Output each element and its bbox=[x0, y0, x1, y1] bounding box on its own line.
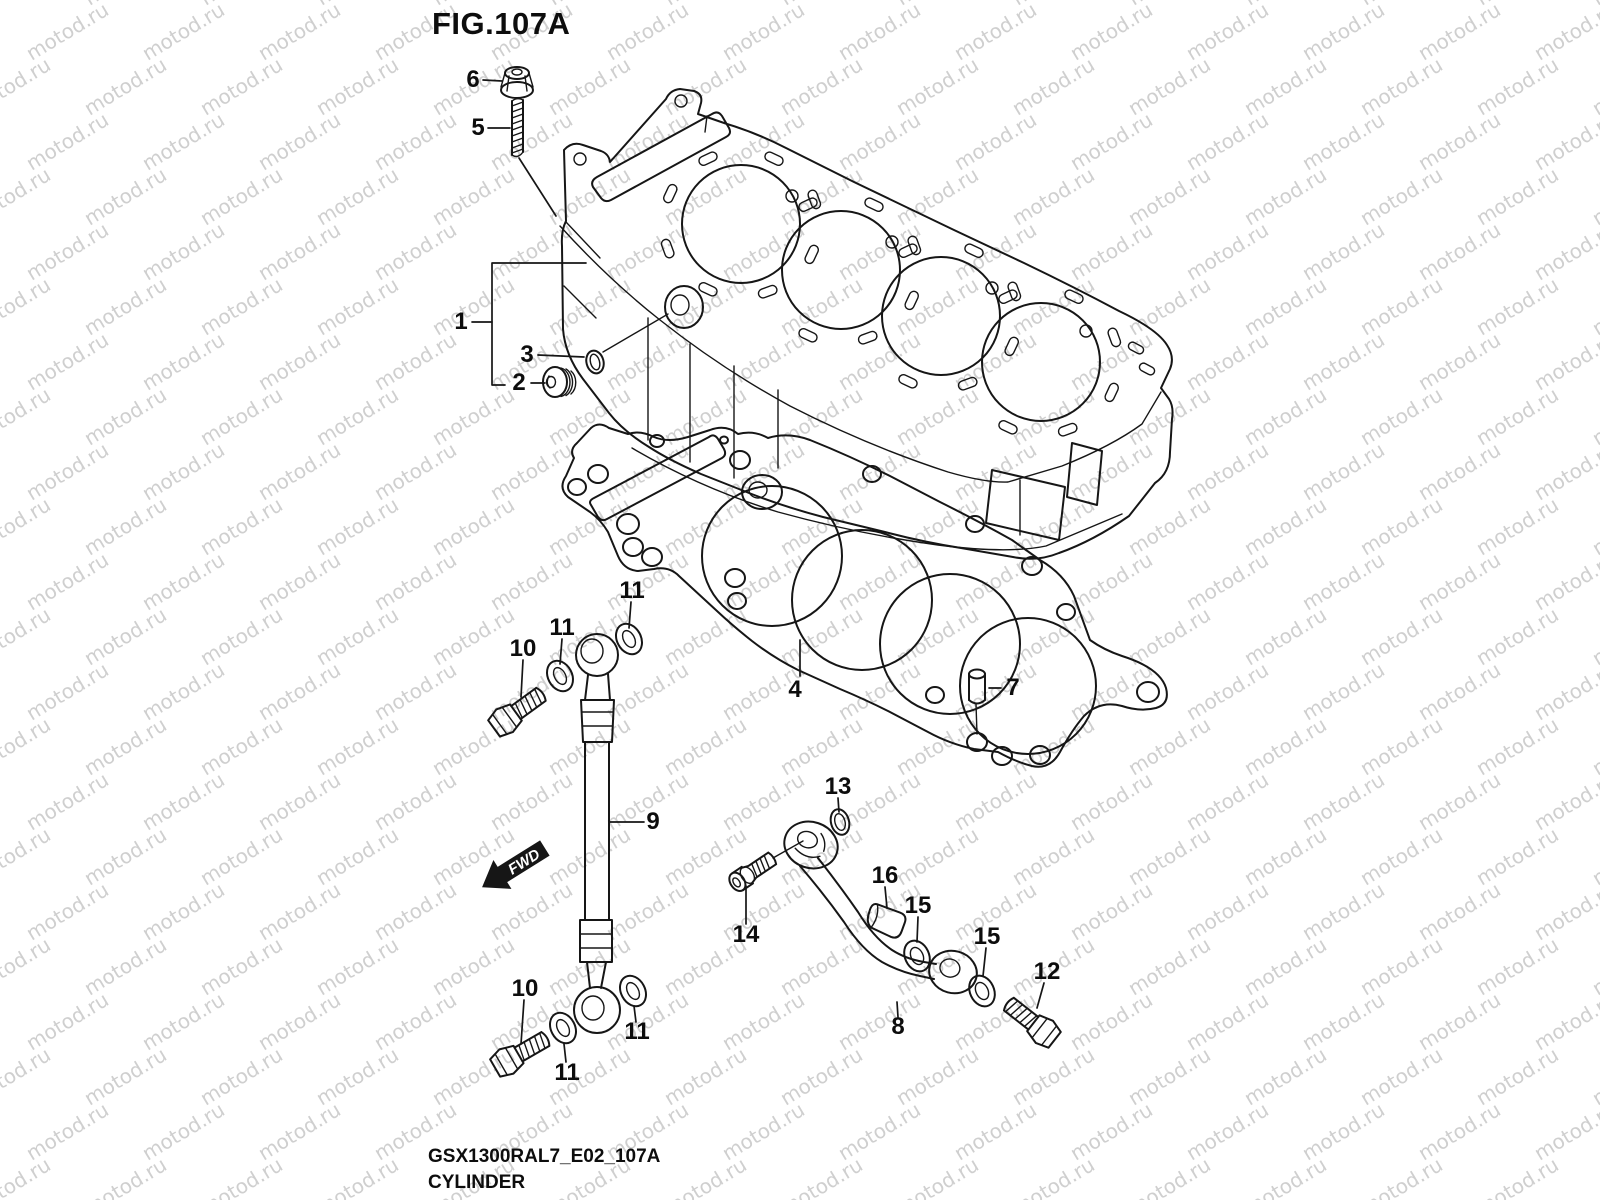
head-bolt-slot bbox=[864, 197, 884, 213]
part-number-label: 11 bbox=[549, 614, 575, 641]
leader-lines bbox=[471, 79, 1045, 1063]
sealing-washer bbox=[619, 974, 647, 1008]
socket-bolt bbox=[728, 851, 778, 892]
union-bolt bbox=[1002, 996, 1062, 1049]
figure-title: FIG.107A bbox=[432, 6, 571, 41]
head-bolt-slot bbox=[857, 330, 878, 345]
part-number-label: 4 bbox=[788, 676, 802, 703]
head-bolt-slot bbox=[1107, 327, 1122, 348]
part-number-label: 5 bbox=[471, 114, 485, 141]
stud-bolt bbox=[511, 98, 524, 158]
head-bolt-slot bbox=[804, 244, 820, 265]
head-bolt-slot bbox=[1057, 422, 1078, 437]
head-bolt-slot bbox=[1104, 382, 1120, 403]
part-number-label: 11 bbox=[554, 1059, 580, 1086]
sealing-washer bbox=[615, 622, 643, 656]
cylinder-block bbox=[559, 88, 1174, 560]
sealing-washer bbox=[549, 1011, 577, 1045]
head-bolt-slot bbox=[998, 419, 1018, 435]
head-bolt-slot bbox=[1007, 281, 1022, 302]
pipe-cushion bbox=[866, 902, 907, 939]
sealing-washer bbox=[546, 659, 574, 693]
cylinder-bores bbox=[681, 164, 1101, 422]
part-number-label: 10 bbox=[509, 635, 537, 662]
o-ring bbox=[585, 349, 605, 375]
head-bolt-slots bbox=[660, 151, 1122, 437]
part-number-label: 6 bbox=[466, 66, 480, 93]
part-number-label: 2 bbox=[512, 369, 526, 396]
head-bolt-slot bbox=[898, 243, 918, 259]
head-bolt-slot bbox=[660, 238, 675, 259]
gasket-washer bbox=[903, 939, 931, 973]
part-number-label: 14 bbox=[732, 921, 760, 948]
base-gasket bbox=[561, 423, 1168, 768]
figure-name: CYLINDER bbox=[428, 1172, 526, 1193]
figure-code: GSX1300RAL7_E02_107A bbox=[428, 1146, 661, 1167]
banjo-bolt bbox=[487, 686, 547, 738]
part-number-label: 11 bbox=[624, 1018, 650, 1045]
head-bolt-slot bbox=[964, 243, 984, 259]
head-bolt-slot bbox=[1004, 336, 1020, 357]
head-bolt-slot bbox=[757, 284, 778, 299]
part-number-label: 16 bbox=[871, 862, 899, 889]
gasket-bolt-holes bbox=[567, 434, 1160, 766]
head-bolt-slot bbox=[998, 289, 1018, 305]
oil-gallery-boss bbox=[664, 285, 704, 329]
part-number-label: 15 bbox=[904, 892, 932, 919]
banjo-bolt bbox=[489, 1031, 551, 1078]
gasket-bore-openings bbox=[701, 485, 1097, 755]
part-number-label: 9 bbox=[646, 808, 660, 835]
oil-hose bbox=[573, 633, 621, 1034]
head-bolt-slot bbox=[798, 327, 818, 343]
dowel-pin bbox=[968, 668, 986, 705]
flange-nut bbox=[500, 66, 534, 99]
part-number-label: 7 bbox=[1006, 674, 1020, 701]
part-number-label: 13 bbox=[824, 773, 852, 800]
part-number-label: 11 bbox=[619, 577, 645, 604]
part-number-label: 10 bbox=[511, 975, 539, 1002]
part-number-label: 8 bbox=[891, 1013, 905, 1040]
gasket-washer bbox=[968, 974, 996, 1008]
part-number-label: 12 bbox=[1033, 958, 1061, 985]
head-bolt-slot bbox=[698, 151, 718, 167]
part-number-label: 15 bbox=[973, 923, 1001, 950]
head-bolt-slot bbox=[904, 290, 920, 311]
oil-pipe bbox=[783, 820, 978, 995]
head-bolt-slot bbox=[1064, 289, 1084, 305]
part-number-label: 3 bbox=[520, 341, 534, 368]
head-bolt-slot bbox=[698, 281, 718, 297]
head-bolt-slot bbox=[662, 183, 678, 204]
head-bolt-slot bbox=[764, 151, 784, 167]
oil-gallery-plug bbox=[542, 366, 577, 398]
head-bolt-slot bbox=[807, 189, 822, 210]
head-bolt-slot bbox=[898, 373, 918, 389]
head-bolt-slot bbox=[957, 376, 978, 391]
head-bolt-slot bbox=[798, 197, 818, 213]
part-number-label: 1 bbox=[454, 308, 468, 335]
head-bolt-slot bbox=[907, 235, 922, 256]
pipe-o-ring bbox=[829, 808, 851, 836]
